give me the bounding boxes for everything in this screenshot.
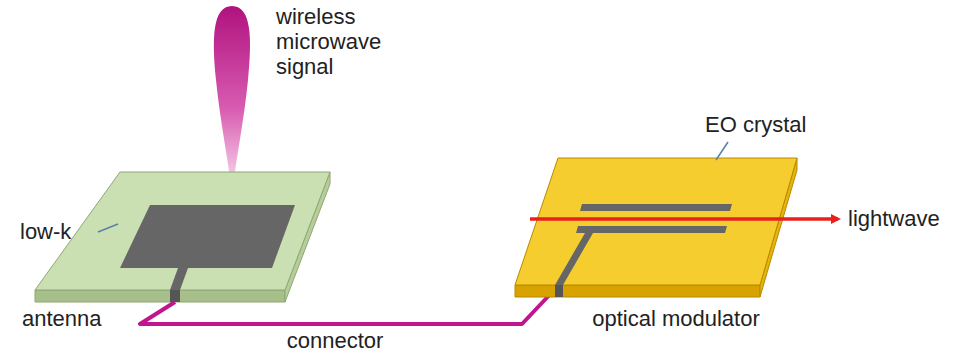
modulator-feed: [555, 233, 593, 285]
material-label: low-k: [20, 219, 71, 244]
part-label: connector: [287, 328, 384, 353]
antenna-feed-edge: [170, 290, 180, 302]
electrode: [576, 226, 727, 233]
signal-label: lightwave: [848, 206, 940, 231]
part-label: EO crystal: [705, 112, 806, 137]
antenna-feed: [170, 268, 188, 290]
part-label: optical modulator: [592, 306, 760, 331]
crystal-top: [515, 158, 797, 285]
electrode: [580, 204, 732, 211]
signal-label: wireless microwave signal: [276, 4, 396, 79]
substrate-top: [35, 172, 330, 290]
substrate-front: [35, 290, 285, 302]
leader-line: [716, 142, 728, 160]
signal-beam: [214, 6, 250, 192]
antenna-patch: [120, 205, 295, 268]
part-label: antenna: [22, 306, 102, 331]
leader-line: [98, 224, 118, 232]
crystal-front: [515, 285, 760, 297]
connector-cable: [140, 288, 556, 324]
lightwave-arrow: [530, 217, 838, 221]
modulator-feed-edge: [555, 285, 563, 297]
